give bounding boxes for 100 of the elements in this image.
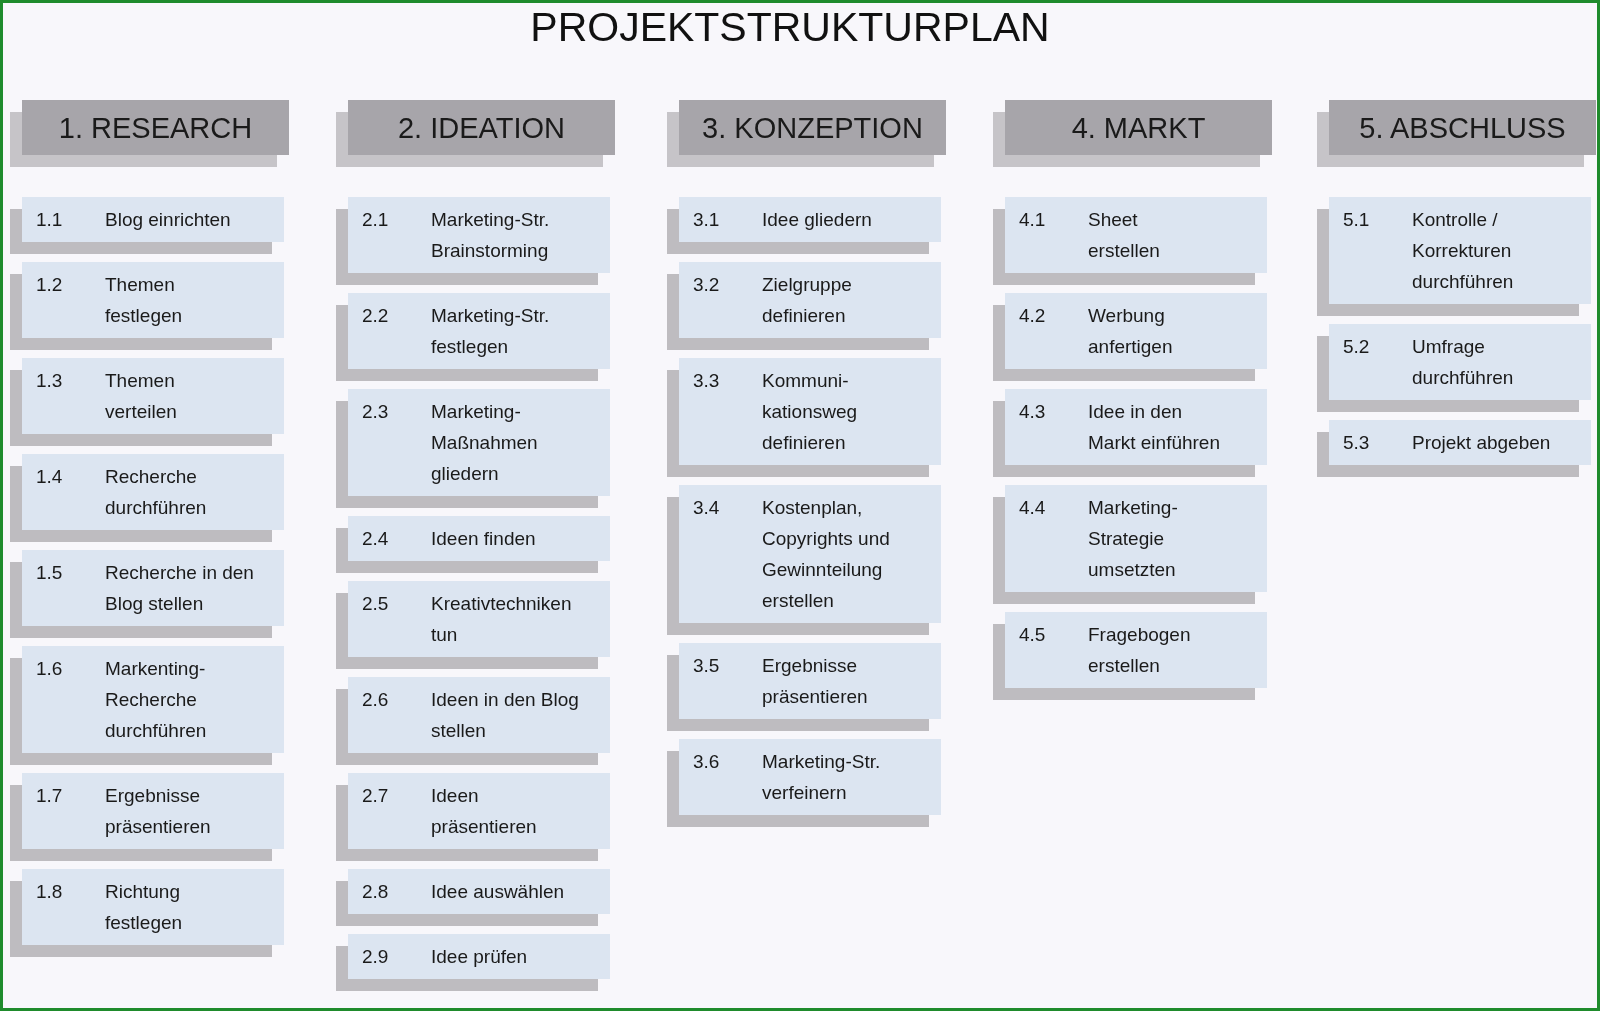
- task-label: Idee prüfen: [431, 945, 529, 969]
- task-number: 1.3: [36, 369, 64, 393]
- phase-title: 2. IDEATION: [397, 110, 566, 146]
- task-number: 1.6: [36, 657, 64, 681]
- task-label: Kreativtechniken tun: [431, 592, 572, 647]
- task-number: 1.2: [36, 273, 64, 297]
- task-label: Marketing-Str. festlegen: [431, 304, 551, 359]
- task-card: [336, 677, 610, 765]
- task-number: 2.4: [362, 527, 390, 551]
- task-number: 5.3: [1343, 431, 1371, 455]
- task-card: [993, 293, 1267, 381]
- task-number: 3.4: [693, 496, 721, 520]
- task-card: [336, 869, 610, 926]
- task-label: Ideen finden: [431, 527, 537, 551]
- phase-header: [1317, 100, 1596, 167]
- task-card: [336, 581, 610, 669]
- task-number: 2.1: [362, 208, 390, 232]
- task-number: 3.6: [693, 750, 721, 774]
- task-label: Kostenplan, Copyrights und Gewinnteilung erstellen: [762, 496, 891, 613]
- task-number: 2.3: [362, 400, 390, 424]
- task-label: Umfrage durchführen: [1412, 335, 1514, 390]
- task-card: [667, 358, 941, 477]
- task-number: 2.2: [362, 304, 390, 328]
- task-number: 3.5: [693, 654, 721, 678]
- task-number: 1.4: [36, 465, 64, 489]
- task-label: Ideen in den Blog stellen: [431, 688, 580, 743]
- task-label: Themen verteilen: [105, 369, 177, 424]
- task-label: Werbung anfertigen: [1088, 304, 1173, 359]
- task-card: [993, 197, 1267, 285]
- task-label: Kontrolle / Korrekturen durchführen: [1412, 208, 1515, 294]
- task-card: [667, 262, 941, 350]
- task-number: 3.2: [693, 273, 721, 297]
- task-number: 3.3: [693, 369, 721, 393]
- task-number: 2.6: [362, 688, 390, 712]
- task-number: 1.5: [36, 561, 64, 585]
- task-card: [336, 389, 610, 508]
- task-card: [993, 389, 1267, 477]
- task-number: 2.8: [362, 880, 390, 904]
- phase-title: 5. ABSCHLUSS: [1359, 110, 1566, 146]
- task-label: Ideen präsentieren: [431, 784, 537, 839]
- task-label: Recherche in den Blog stellen: [105, 561, 255, 616]
- task-card: [667, 739, 941, 827]
- task-card: [1317, 420, 1591, 477]
- task-label: Idee auswählen: [431, 880, 566, 904]
- task-card: [10, 646, 284, 765]
- task-label: Idee in den Markt einführen: [1088, 400, 1221, 455]
- phase-title: 4. MARKT: [1071, 110, 1206, 146]
- task-label: Zielgruppe definieren: [762, 273, 852, 328]
- task-card: [10, 550, 284, 638]
- task-label: Sheet erstellen: [1088, 208, 1160, 263]
- phase-header: [667, 100, 946, 167]
- task-number: 2.7: [362, 784, 390, 808]
- task-label: Marketing-Maßnahmen gliedern: [431, 400, 538, 486]
- phase-title: 1. RESEARCH: [58, 110, 253, 146]
- task-number: 2.9: [362, 945, 390, 969]
- task-label: Recherche durchführen: [105, 465, 207, 520]
- task-label: Richtung festlegen: [105, 880, 183, 935]
- task-number: 5.1: [1343, 208, 1371, 232]
- task-number: 1.7: [36, 784, 64, 808]
- task-label: Marketing-Strategie umsetzten: [1088, 496, 1178, 582]
- diagram-title: PROJEKTSTRUKTURPLAN: [530, 4, 1050, 51]
- task-label: Ergebnisse präsentieren: [762, 654, 868, 709]
- task-number: 1.1: [36, 208, 64, 232]
- task-label: Markenting-Recherche durchführen: [105, 657, 207, 743]
- task-card: [667, 643, 941, 731]
- task-number: 3.1: [693, 208, 721, 232]
- task-label: Fragebogen erstellen: [1088, 623, 1191, 678]
- task-card: [993, 485, 1267, 604]
- task-number: 4.4: [1019, 496, 1047, 520]
- task-card: [667, 485, 941, 635]
- phase-header: [336, 100, 615, 167]
- task-card: [10, 869, 284, 957]
- task-number: 4.1: [1019, 208, 1047, 232]
- task-card: [336, 773, 610, 861]
- task-label: Idee gliedern: [762, 208, 873, 232]
- task-label: Marketing-Str. verfeinern: [762, 750, 882, 805]
- phase-title: 3. KONZEPTION: [702, 110, 923, 146]
- task-label: Marketing-Str. Brainstorming: [431, 208, 551, 263]
- task-card: [1317, 324, 1591, 412]
- task-number: 2.5: [362, 592, 390, 616]
- task-card: [336, 934, 610, 991]
- phase-header: [10, 100, 289, 167]
- task-card: [10, 358, 284, 446]
- task-card: [1317, 197, 1591, 316]
- task-label: Themen festlegen: [105, 273, 183, 328]
- task-card: [10, 262, 284, 350]
- phase-header: [993, 100, 1272, 167]
- task-label: Projekt abgeben: [1412, 431, 1552, 455]
- task-card: [336, 516, 610, 573]
- task-card: [336, 293, 610, 381]
- task-label: Blog einrichten: [105, 208, 232, 232]
- task-number: 4.3: [1019, 400, 1047, 424]
- task-number: 4.5: [1019, 623, 1047, 647]
- task-card: [336, 197, 610, 285]
- task-number: 1.8: [36, 880, 64, 904]
- task-card: [667, 197, 941, 254]
- task-card: [10, 773, 284, 861]
- task-card: [10, 197, 284, 254]
- task-label: Ergebnisse präsentieren: [105, 784, 211, 839]
- task-label: Kommuni-kationsweg definieren: [762, 369, 858, 455]
